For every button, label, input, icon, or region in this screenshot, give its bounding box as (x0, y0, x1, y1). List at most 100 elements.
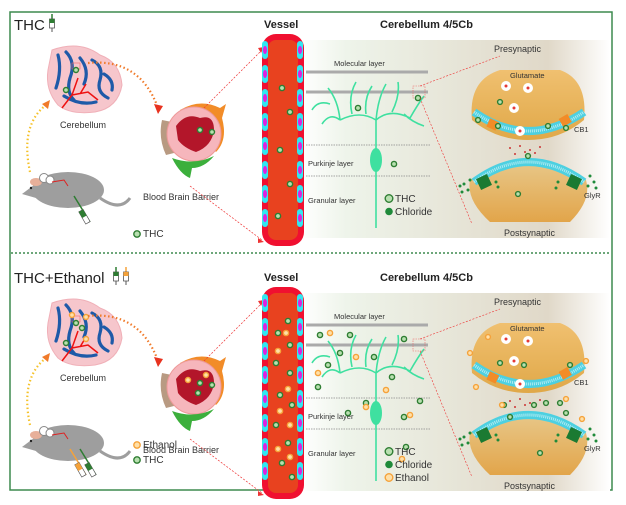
vessel-illustration (262, 287, 304, 499)
thc-molecule (274, 212, 282, 220)
zoom-line (419, 350, 473, 478)
chloride-ion (462, 435, 466, 439)
layer-legend-chloride: Chloride (395, 207, 433, 218)
glutamate-label: Glutamate (510, 71, 545, 80)
mouse-to-brain-arrow (26, 104, 47, 173)
endothelial-nucleus (263, 190, 267, 198)
chloride-ion (592, 433, 596, 437)
cerebellum-folium (78, 56, 88, 86)
chloride-ion (460, 190, 464, 194)
glutamate (526, 86, 530, 90)
arrowhead (42, 100, 50, 109)
glutamate-released (509, 400, 511, 402)
endothelial-nucleus (263, 214, 267, 222)
ethanol-molecule (578, 415, 586, 423)
mouse-to-brain-arrow (26, 357, 47, 426)
purkinje-soma (370, 401, 382, 425)
chloride-ion (385, 207, 393, 216)
ethanol-molecule (582, 357, 590, 365)
syringe-fluid (74, 462, 83, 471)
chloride-ion (554, 186, 558, 190)
panel-title: THC+Ethanol (14, 270, 104, 287)
endothelial-nucleus (298, 166, 302, 174)
chloride-ion (494, 433, 498, 437)
glutamate-released (529, 149, 531, 151)
ethanol-molecule (68, 311, 76, 319)
thc-syringe-icon (113, 267, 119, 285)
layer-legend-chloride: Chloride (395, 460, 433, 471)
postsynaptic-label: Postsynaptic (504, 228, 556, 238)
purkinje-layer-label: Purkinje layer (308, 159, 354, 168)
cb1-label: CB1 (574, 125, 589, 134)
glutamate (504, 84, 508, 88)
layer-legend-thc: THC (395, 194, 416, 205)
ethanol-molecule (326, 329, 334, 337)
mouse-eye (29, 186, 33, 190)
chloride-ion (466, 441, 470, 445)
thc-molecule (286, 369, 294, 377)
syringe-fluid (123, 272, 129, 276)
ethanol-molecule (498, 401, 506, 409)
chloride-ion (588, 427, 592, 431)
ethanol-syringe-icon (123, 267, 129, 285)
vessel-illustration (262, 34, 304, 246)
thc-molecule (196, 379, 204, 387)
endothelial-nucleus (298, 323, 302, 331)
mouse-ear (45, 428, 55, 438)
endothelial-nucleus (263, 467, 267, 475)
thc-injection-syringe-icon (73, 195, 91, 225)
glutamate-released (514, 153, 516, 155)
endothelial-nucleus (298, 299, 302, 307)
thc-molecule (370, 353, 378, 361)
syringe-fluid (113, 272, 119, 276)
mouse-eye (29, 439, 33, 443)
ethanol-injection-syringe-icon (69, 448, 87, 478)
chloride-ion (458, 437, 462, 441)
cerebellum-folium (64, 50, 76, 102)
cerebellum-folium (54, 53, 62, 90)
glutamate-released (534, 152, 536, 154)
thc-molecule (524, 152, 532, 160)
arrowhead (42, 353, 50, 362)
endothelial-nucleus (298, 371, 302, 379)
purkinje-neuron (311, 81, 426, 228)
thc-molecule (562, 124, 570, 132)
thc-molecule (384, 193, 394, 203)
zoom-line (203, 49, 263, 109)
granular-layer-label: Granular layer (308, 196, 356, 205)
purkinje-neuron (311, 334, 426, 481)
chloride-ion (554, 439, 558, 443)
mouse-vessel (51, 432, 69, 440)
mouse-snout (22, 185, 36, 198)
postsynaptic-membrane-lipids (473, 413, 585, 437)
cerebellum-folium (78, 309, 88, 339)
endothelial-nucleus (263, 299, 267, 307)
ethanol-molecule (284, 385, 292, 393)
endothelial-nucleus (298, 94, 302, 102)
thc-molecule (390, 160, 398, 168)
ethanol-molecule (82, 335, 90, 343)
endothelial-nucleus (298, 347, 302, 355)
ethanol-molecule (382, 386, 390, 394)
thc-molecule (562, 409, 570, 417)
mouse-snout (22, 438, 36, 451)
cerebellum-vessels (61, 77, 99, 109)
thc-molecule (286, 180, 294, 188)
thc-molecule (196, 126, 204, 134)
left-legend-thc: THC (143, 455, 164, 466)
glyr-label: GlyR (584, 191, 601, 200)
chloride-ion (594, 439, 598, 443)
thc-molecule (556, 399, 564, 407)
glyr-label: GlyR (584, 444, 601, 453)
ethanol-molecule (562, 395, 570, 403)
thc-molecule (316, 331, 324, 339)
region-header: Cerebellum 4/5Cb (380, 19, 473, 31)
left-legend-ethanol: Ethanol (143, 440, 177, 451)
thc-molecule (208, 128, 216, 136)
thc-molecule (520, 361, 528, 369)
cerebellum-label: Cerebellum (60, 120, 106, 130)
brain-to-bbb-arrow (87, 314, 160, 362)
thc-molecule (354, 104, 362, 112)
mouse-vessel (51, 179, 69, 187)
endothelial-nucleus (263, 347, 267, 355)
